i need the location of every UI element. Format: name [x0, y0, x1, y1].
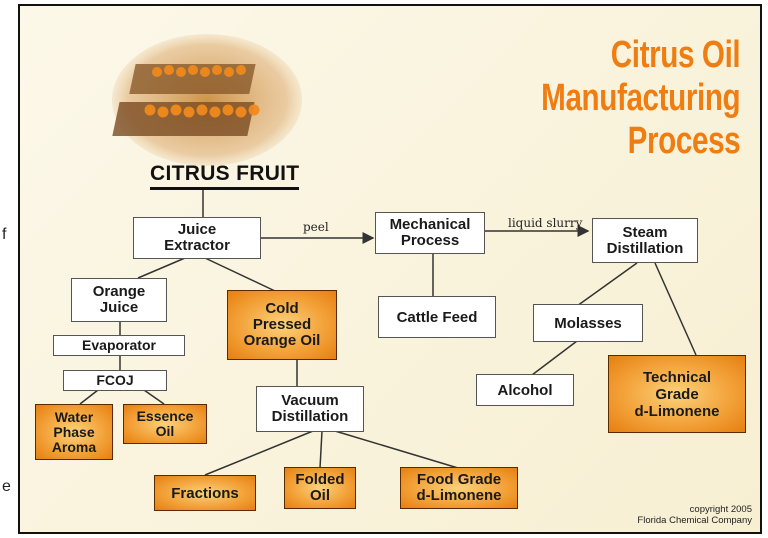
node-juice-extractor: Juice Extractor [133, 217, 261, 259]
edge-label-peel: peel [303, 220, 329, 234]
node-steam-distillation: Steam Distillation [592, 218, 698, 263]
title-line-2: Manufacturing [540, 77, 741, 119]
node-food-grade-d-limonene: Food Grade d-Limonene [400, 467, 518, 509]
node-fcoj: FCOJ [63, 370, 167, 391]
orange-crates-photo [112, 34, 302, 166]
copyright-line-1: copyright 2005 [689, 504, 752, 515]
root-node-citrus-fruit: CITRUS FRUIT [150, 162, 300, 190]
node-technical-grade-d-limonene: Technical Grade d-Limonene [608, 355, 746, 433]
node-essence-oil: Essence Oil [123, 404, 207, 444]
node-folded-oil: Folded Oil [284, 467, 356, 509]
node-cold-pressed-orange-oil: Cold Pressed Orange Oil [227, 290, 337, 360]
line-extractor-to-juice [137, 257, 186, 279]
node-vacuum-distillation: Vacuum Distillation [256, 386, 364, 432]
line-fcoj-to-essence [143, 389, 165, 405]
diagram-title: Citrus Oil Manufacturing Process [540, 34, 741, 163]
line-vacuum-to-foodgrade [334, 430, 459, 469]
line-steam-to-technical [654, 262, 697, 356]
copyright-notice: copyright 2005 Florida Chemical Company [637, 504, 752, 526]
node-evaporator: Evaporator [53, 335, 185, 356]
title-line-3: Process [627, 120, 740, 162]
line-steam-to-molasses [576, 262, 638, 307]
clipped-edge-text: e [2, 478, 11, 495]
node-alcohol: Alcohol [476, 374, 574, 406]
line-vacuum-to-fractions [204, 430, 314, 476]
line-extractor-to-oil [204, 257, 276, 292]
node-molasses: Molasses [533, 304, 643, 342]
line-vacuum-to-folded [319, 430, 323, 469]
line-molasses-to-alcohol [531, 340, 578, 376]
diagram-frame: Citrus Oil Manufacturing Process [18, 4, 762, 534]
copyright-line-2: Florida Chemical Company [637, 515, 752, 526]
connector-lines [79, 187, 697, 476]
node-cattle-feed: Cattle Feed [378, 296, 496, 338]
clipped-edge-text: f [2, 226, 7, 243]
title-line-1: Citrus Oil [610, 34, 740, 76]
node-fractions: Fractions [154, 475, 256, 511]
node-mechanical-process: Mechanical Process [375, 212, 485, 254]
edge-label-liquid-slurry: liquid slurry [508, 216, 583, 230]
node-orange-juice: Orange Juice [71, 278, 167, 322]
node-water-phase-aroma: Water Phase Aroma [35, 404, 113, 460]
line-fcoj-to-water [79, 389, 99, 405]
